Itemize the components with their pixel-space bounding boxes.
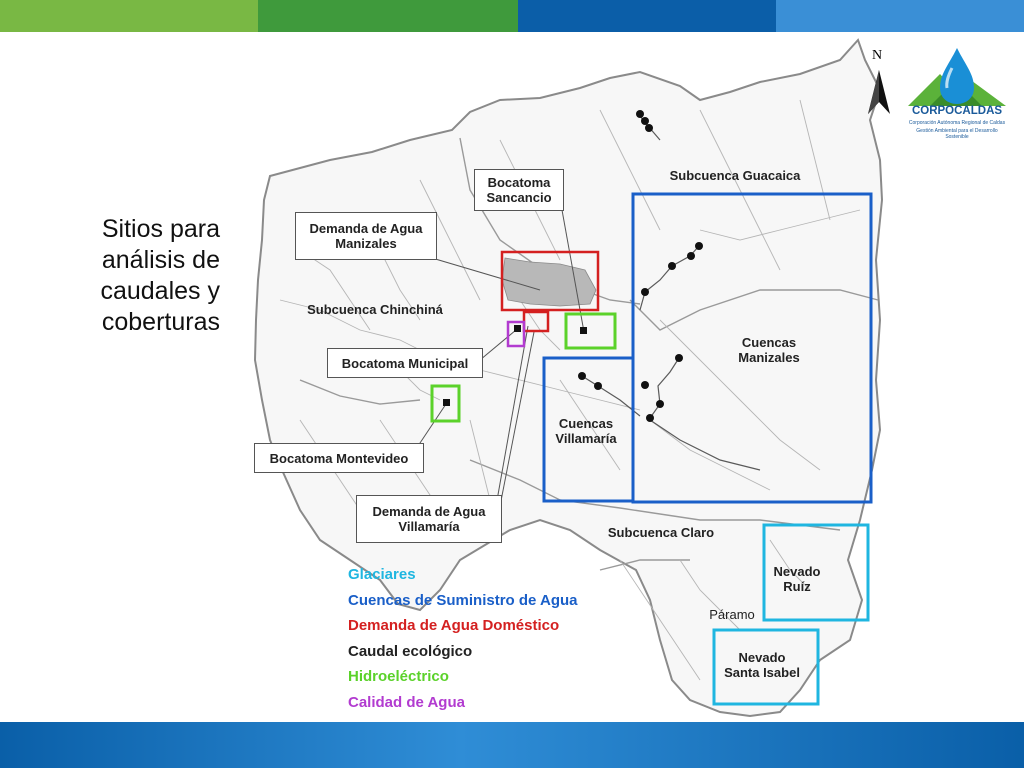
label-subcuenca-claro: Subcuenca Claro	[607, 525, 715, 540]
top-bar-segment-1	[0, 0, 258, 32]
top-color-bar	[0, 0, 1024, 32]
legend-item-calidad: Calidad de Agua	[348, 693, 465, 711]
flow-point	[578, 372, 586, 380]
flow-point	[675, 354, 683, 362]
top-bar-segment-2	[258, 0, 518, 32]
flow-point	[668, 262, 676, 270]
box-nevado-ruiz	[762, 523, 870, 622]
legend-item-hidro: Hidroeléctrico	[348, 668, 449, 685]
flow-point	[687, 252, 695, 260]
intake-points	[443, 325, 587, 406]
logo-subtitle: Corporación Autónoma Regional de Caldas	[908, 120, 1006, 126]
label-line: Cuencas	[741, 335, 797, 350]
label-bocatoma-municipal: Bocatoma Municipal	[327, 348, 483, 378]
label-line: Sancancio	[486, 190, 552, 205]
region-outline	[253, 38, 884, 718]
box-nevado-santa-isabel	[712, 628, 820, 706]
box-cuencas-manizales	[631, 192, 873, 504]
label-line: Santa Isabel	[724, 665, 800, 680]
corpocaldas-logo-icon	[908, 48, 1006, 106]
label-subcuenca-guacaica: Subcuenca Guacaica	[669, 168, 801, 183]
label-line: Manizales	[738, 350, 800, 365]
bottom-color-bar	[0, 722, 1024, 768]
label-line: Demanda de Agua	[309, 221, 423, 236]
north-label: N	[872, 48, 883, 63]
flow-point	[646, 414, 654, 422]
intake-point	[580, 327, 587, 334]
label-subcuenca-chinchina: Subcuenca Chinchiná	[307, 302, 443, 317]
map-legend: Glaciares Cuencas de Suministro de Agua …	[348, 562, 578, 715]
slide-title-line: Sitios para	[101, 215, 220, 243]
slide-title-line: caudales y	[100, 277, 220, 305]
label-line: Bocatoma	[487, 175, 551, 190]
label-bocatoma-montevideo: Bocatoma Montevideo	[254, 443, 424, 473]
flow-point	[641, 117, 649, 125]
north-arrow: N	[864, 48, 894, 118]
flow-point	[656, 400, 664, 408]
label-line: Demanda de Agua	[372, 504, 486, 519]
legend-item-domestico: Demanda de Agua Doméstico	[348, 617, 560, 634]
box-bocatoma-municipal	[506, 320, 526, 348]
flow-point	[641, 288, 649, 296]
top-bar-segment-3	[518, 0, 776, 32]
legend-item-caudal: Caudal ecológico	[348, 642, 473, 660]
box-cuencas-villamaria	[542, 356, 635, 503]
label-connectors	[417, 209, 585, 507]
legend-item-glaciares: Glaciares	[348, 566, 416, 583]
top-bar-segment-4	[776, 0, 1024, 32]
flow-point	[636, 110, 644, 118]
flow-point	[594, 382, 602, 390]
flow-point	[641, 381, 649, 389]
slide-title-line: coberturas	[101, 308, 220, 336]
flow-point	[695, 242, 703, 250]
label-line: Villamaría	[398, 519, 460, 534]
slide-title-line: análisis de	[101, 246, 220, 274]
label-paramo: Páramo	[709, 607, 755, 622]
north-arrow-icon	[868, 70, 890, 114]
label-line: Cuencas	[558, 416, 614, 431]
subbasin-boundaries	[299, 137, 879, 571]
legend-item-suministro: Cuencas de Suministro de Agua	[348, 591, 578, 609]
label-line: Nevado	[738, 650, 786, 665]
label-nevado-ruiz: Nevado Ruíz	[773, 564, 821, 594]
slide-title: Sitios para análisis de caudales y cober…	[60, 214, 220, 338]
intake-point	[443, 399, 450, 406]
box-demanda-manizales	[500, 250, 600, 312]
ecological-flow-points	[578, 110, 703, 422]
label-line: Manizales	[335, 236, 397, 251]
box-bocatoma-montevideo	[430, 384, 461, 423]
intake-point	[514, 325, 521, 332]
label-line: Villamaría	[555, 431, 617, 446]
flow-point	[645, 124, 653, 132]
box-bocatoma-sancancio	[564, 312, 617, 350]
logo-tagline: Gestión Ambiental para el Desarrollo Sos…	[916, 128, 998, 140]
logo-name: CORPOCALDAS	[911, 105, 1003, 117]
